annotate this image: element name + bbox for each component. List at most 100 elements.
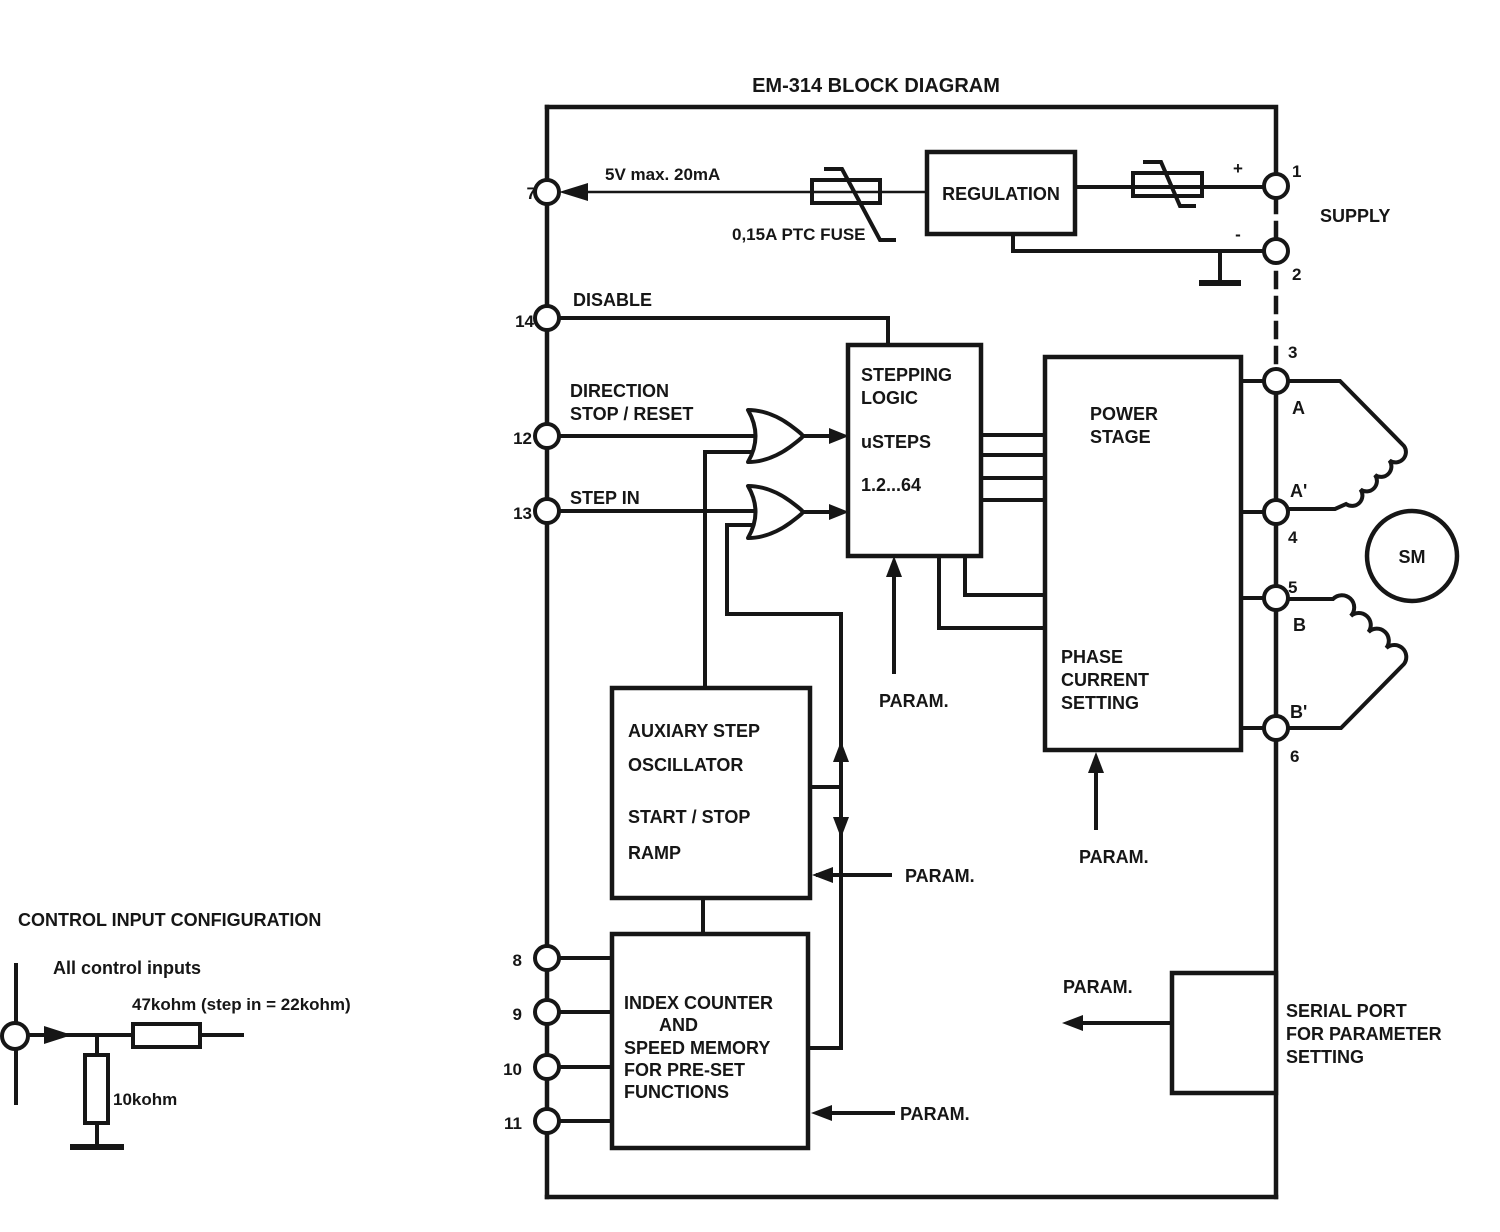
arrow-param-oscillator-icon xyxy=(812,867,833,883)
pin-10-number: 10 xyxy=(503,1060,522,1079)
arrow-control-input-icon xyxy=(44,1026,72,1044)
pin-7 xyxy=(533,178,561,206)
control-config-title: CONTROL INPUT CONFIGURATION xyxy=(18,910,321,930)
label-stage: STAGE xyxy=(1090,427,1151,447)
label-step-in: STEP IN xyxy=(570,488,640,508)
label-param-power: PARAM. xyxy=(1079,847,1149,867)
label-phase-a: A xyxy=(1292,398,1305,418)
wire-oscillator-to-gate1 xyxy=(703,450,755,690)
label-serial-setting: SETTING xyxy=(1286,1047,1364,1067)
label-disable: DISABLE xyxy=(573,290,652,310)
control-input-terminal xyxy=(0,1021,30,1051)
label-plus: + xyxy=(1233,159,1243,178)
pin-6-number: 6 xyxy=(1290,747,1299,766)
serial-port-box xyxy=(1169,970,1279,1096)
page-title: EM-314 BLOCK DIAGRAM xyxy=(752,75,1000,97)
pin-1 xyxy=(1262,172,1290,200)
arrow-gate2-icon xyxy=(829,504,849,520)
pin-8 xyxy=(533,944,561,972)
label-index-counter: INDEX COUNTER xyxy=(624,993,773,1013)
pin-13-number: 13 xyxy=(513,504,532,523)
label-for-preset: FOR PRE-SET xyxy=(624,1060,745,1080)
label-serial-port: SERIAL PORT xyxy=(1286,1001,1407,1021)
stepper-motor-icon xyxy=(1364,508,1460,604)
label-shunt-resistor: 10kohm xyxy=(113,1090,177,1109)
label-param-index: PARAM. xyxy=(900,1104,970,1124)
pin-13 xyxy=(533,497,561,525)
arrow-param-stepping-icon xyxy=(886,556,902,577)
label-logic: LOGIC xyxy=(861,388,918,408)
or-gate-direction-icon xyxy=(746,408,805,464)
pin-10 xyxy=(533,1053,561,1081)
label-setting: SETTING xyxy=(1061,693,1139,713)
control-config-subtitle: All control inputs xyxy=(53,958,201,978)
label-regulation: REGULATION xyxy=(942,184,1060,204)
label-usteps: uSTEPS xyxy=(861,432,931,452)
label-supply: SUPPLY xyxy=(1320,206,1390,226)
pin-14-number: 14 xyxy=(515,312,534,331)
label-power: POWER xyxy=(1090,404,1158,424)
label-current: CURRENT xyxy=(1061,670,1149,690)
winding-a-icon xyxy=(1286,379,1408,511)
arrow-down-icon xyxy=(833,817,849,838)
regulation-box xyxy=(924,149,1078,237)
pin-5 xyxy=(1262,584,1290,612)
winding-b-icon xyxy=(1287,593,1409,730)
wire-phase-outputs xyxy=(1239,379,1266,730)
label-phase-b-ret: B' xyxy=(1290,702,1307,722)
label-param-oscillator: PARAM. xyxy=(905,866,975,886)
wire-logic-to-power-1 xyxy=(937,554,1047,630)
pin-1-number: 1 xyxy=(1292,162,1301,181)
wire-logic-to-power-2 xyxy=(963,554,1047,597)
pin-5-number: 5 xyxy=(1288,578,1297,597)
oscillator-box xyxy=(609,685,813,901)
label-oscillator: OSCILLATOR xyxy=(628,755,743,775)
label-and: AND xyxy=(659,1015,698,1035)
arrow-param-serial-icon xyxy=(1062,1015,1083,1031)
outer-border-top xyxy=(544,104,1279,177)
pin-12 xyxy=(533,422,561,450)
label-auxiary-step: AUXIARY STEP xyxy=(628,721,760,741)
wire-disable xyxy=(557,316,890,347)
label-param-serial: PARAM. xyxy=(1063,977,1133,997)
label-param-stepping: PARAM. xyxy=(879,691,949,711)
power-stage-box xyxy=(1042,354,1244,753)
shunt-resistor-icon xyxy=(83,1053,110,1125)
index-counter-box xyxy=(609,931,811,1151)
arrow-param-power-icon xyxy=(1088,752,1104,773)
label-stepper-motor: SM xyxy=(1399,547,1426,567)
label-ptc-fuse: 0,15A PTC FUSE xyxy=(732,225,866,244)
pin-6 xyxy=(1262,714,1290,742)
label-for-parameter: FOR PARAMETER xyxy=(1286,1024,1442,1044)
label-series-resistor: 47kohm (step in = 22kohm) xyxy=(132,995,351,1014)
label-phase-b: B xyxy=(1293,615,1306,635)
pin-4 xyxy=(1262,498,1290,526)
label-direction: DIRECTION xyxy=(570,381,669,401)
wire-preset-inputs xyxy=(556,956,614,1123)
label-phase: PHASE xyxy=(1061,647,1123,667)
label-5v-output: 5V max. 20mA xyxy=(605,165,720,184)
or-gate-step-icon xyxy=(746,484,805,540)
arrow-param-index-icon xyxy=(811,1105,832,1121)
wire-supply-minus xyxy=(1011,232,1266,253)
label-stepping: STEPPING xyxy=(861,365,952,385)
label-stop-reset: STOP / RESET xyxy=(570,404,693,424)
pin-3-number: 3 xyxy=(1288,343,1297,362)
pin-8-number: 8 xyxy=(513,951,522,970)
pin-2-number: 2 xyxy=(1292,265,1301,284)
label-phase-a-ret: A' xyxy=(1290,481,1307,501)
arrow-gate1-icon xyxy=(829,428,849,444)
wire-gate-outputs xyxy=(801,434,834,514)
pin-3 xyxy=(1262,367,1290,395)
label-ramp: RAMP xyxy=(628,843,681,863)
pin-14 xyxy=(533,304,561,332)
ptc-fuse-strike-icon xyxy=(824,167,896,242)
pin-2 xyxy=(1262,237,1290,265)
wire-step-bus xyxy=(979,433,1047,502)
pin-12-number: 12 xyxy=(513,429,532,448)
arrow-5v-icon xyxy=(559,183,588,201)
label-steps-range: 1.2...64 xyxy=(861,475,921,495)
label-start-stop: START / STOP xyxy=(628,807,750,827)
